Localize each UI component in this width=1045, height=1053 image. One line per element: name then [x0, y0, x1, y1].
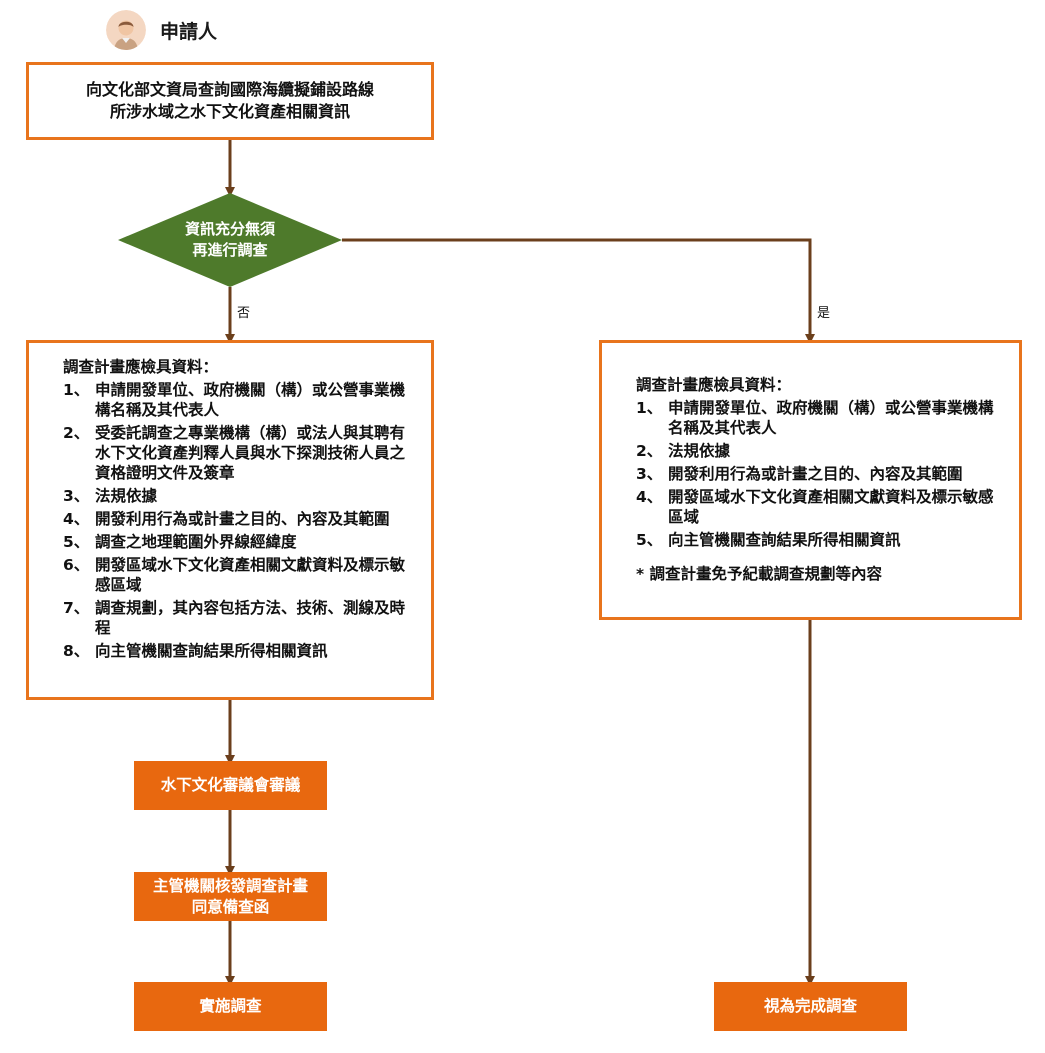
implement-survey-label: 實施調查 [199, 997, 262, 1015]
review-step-label: 水下文化審議會審議 [160, 776, 301, 794]
approval-step-line-1: 主管機關核發調查計畫 [152, 876, 308, 895]
requirement-item: 4、開發利用行為或計畫之目的、內容及其範圍 [63, 509, 413, 529]
requirement-item: 5、向主管機關查詢結果所得相關資訊 [636, 530, 1001, 550]
requirement-item: 6、開發區域水下文化資產相關文獻資料及標示敏感區域 [63, 555, 413, 595]
no-branch-label: 否 [237, 306, 251, 321]
requirement-number: 2、 [636, 442, 663, 460]
requirement-number: 5、 [63, 533, 90, 551]
requirement-item: 5、調查之地理範圍外界線經緯度 [63, 532, 413, 552]
yes-branch-label: 是 [817, 306, 831, 321]
complete-survey-step: 視為完成調查 [714, 982, 907, 1031]
decision-line-2: 再進行調查 [192, 241, 268, 259]
reduced-requirements-box: 調查計畫應檢具資料： 1、申請開發單位、政府機關（構）或公營事業機構名稱及其代表… [599, 340, 1022, 620]
reduced-requirements-list: 1、申請開發單位、政府機關（構）或公營事業機構名稱及其代表人 2、法規依據 3、… [636, 398, 1001, 550]
requirement-number: 3、 [636, 465, 663, 483]
requirement-text: 向主管機關查詢結果所得相關資訊 [668, 531, 901, 549]
requirement-number: 4、 [63, 510, 90, 528]
requirement-item: 1、申請開發單位、政府機關（構）或公營事業機構名稱及其代表人 [63, 380, 413, 420]
approval-step-line-2: 同意備查函 [191, 897, 270, 916]
requirement-item: 3、開發利用行為或計畫之目的、內容及其範圍 [636, 464, 1001, 484]
requirement-text: 申請開發單位、政府機關（構）或公營事業機構名稱及其代表人 [668, 399, 994, 437]
requirement-number: 7、 [63, 599, 90, 617]
requirement-item: 7、調查規劃，其內容包括方法、技術、測線及時程 [63, 598, 413, 638]
requirement-item: 3、法規依據 [63, 486, 413, 506]
requirement-text: 向主管機關查詢結果所得相關資訊 [95, 642, 328, 660]
query-step-box: 向文化部文資局查詢國際海纜擬鋪設路線 所涉水域之水下文化資產相關資訊 [26, 62, 434, 140]
requirement-text: 調查之地理範圍外界線經緯度 [95, 533, 297, 551]
approval-step: 主管機關核發調查計畫 同意備查函 [134, 872, 327, 921]
requirement-text: 開發利用行為或計畫之目的、內容及其範圍 [95, 510, 390, 528]
person-avatar-icon [106, 10, 146, 50]
exemption-note: * 調查計畫免予紀載調查規劃等內容 [636, 565, 883, 583]
query-step-line-2: 所涉水域之水下文化資產相關資訊 [109, 102, 350, 121]
requirement-item: 1、申請開發單位、政府機關（構）或公營事業機構名稱及其代表人 [636, 398, 1001, 438]
full-requirements-box: 調查計畫應檢具資料： 1、申請開發單位、政府機關（構）或公營事業機構名稱及其代表… [26, 340, 434, 700]
requirement-item: 2、法規依據 [636, 441, 1001, 461]
requirement-text: 申請開發單位、政府機關（構）或公營事業機構名稱及其代表人 [95, 381, 406, 419]
requirement-text: 開發區域水下文化資產相關文獻資料及標示敏感區域 [95, 556, 406, 594]
complete-survey-label: 視為完成調查 [763, 997, 857, 1015]
requirement-text: 開發利用行為或計畫之目的、內容及其範圍 [668, 465, 963, 483]
applicant-label: 申請人 [160, 20, 218, 43]
requirement-number: 2、 [63, 424, 90, 442]
decision-diamond [118, 193, 342, 287]
requirement-text: 受委託調查之專業機構（構）或法人與其聘有水下文化資產判釋人員與水下探測技術人員之… [95, 424, 406, 482]
requirement-number: 1、 [63, 381, 90, 399]
requirement-number: 6、 [63, 556, 90, 574]
requirement-number: 5、 [636, 531, 663, 549]
requirement-text: 法規依據 [95, 487, 158, 505]
requirement-item: 2、受委託調查之專業機構（構）或法人與其聘有水下文化資產判釋人員與水下探測技術人… [63, 423, 413, 483]
requirement-number: 8、 [63, 642, 90, 660]
requirement-text: 開發區域水下文化資產相關文獻資料及標示敏感區域 [668, 488, 994, 526]
full-requirements-list: 1、申請開發單位、政府機關（構）或公營事業機構名稱及其代表人 2、受委託調查之專… [63, 380, 413, 661]
implement-survey-step: 實施調查 [134, 982, 327, 1031]
query-step-line-1: 向文化部文資局查詢國際海纜擬鋪設路線 [85, 80, 374, 99]
requirement-number: 4、 [636, 488, 663, 506]
applicant-actor: 申請人 [106, 10, 217, 50]
requirement-item: 4、開發區域水下文化資產相關文獻資料及標示敏感區域 [636, 487, 1001, 527]
full-requirements-title: 調查計畫應檢具資料： [63, 358, 219, 376]
requirement-text: 法規依據 [668, 442, 731, 460]
requirement-item: 8、向主管機關查詢結果所得相關資訊 [63, 641, 413, 661]
requirement-number: 1、 [636, 399, 663, 417]
decision-text: 資訊充分無須 再進行調查 [118, 193, 342, 287]
arrow-decision-to-right-box [342, 238, 815, 344]
requirement-text: 調查規劃，其內容包括方法、技術、測線及時程 [95, 599, 406, 637]
decision-line-1: 資訊充分無須 [184, 220, 275, 238]
requirement-number: 3、 [63, 487, 90, 505]
reduced-requirements-title: 調查計畫應檢具資料： [636, 376, 792, 394]
review-step: 水下文化審議會審議 [134, 761, 327, 810]
